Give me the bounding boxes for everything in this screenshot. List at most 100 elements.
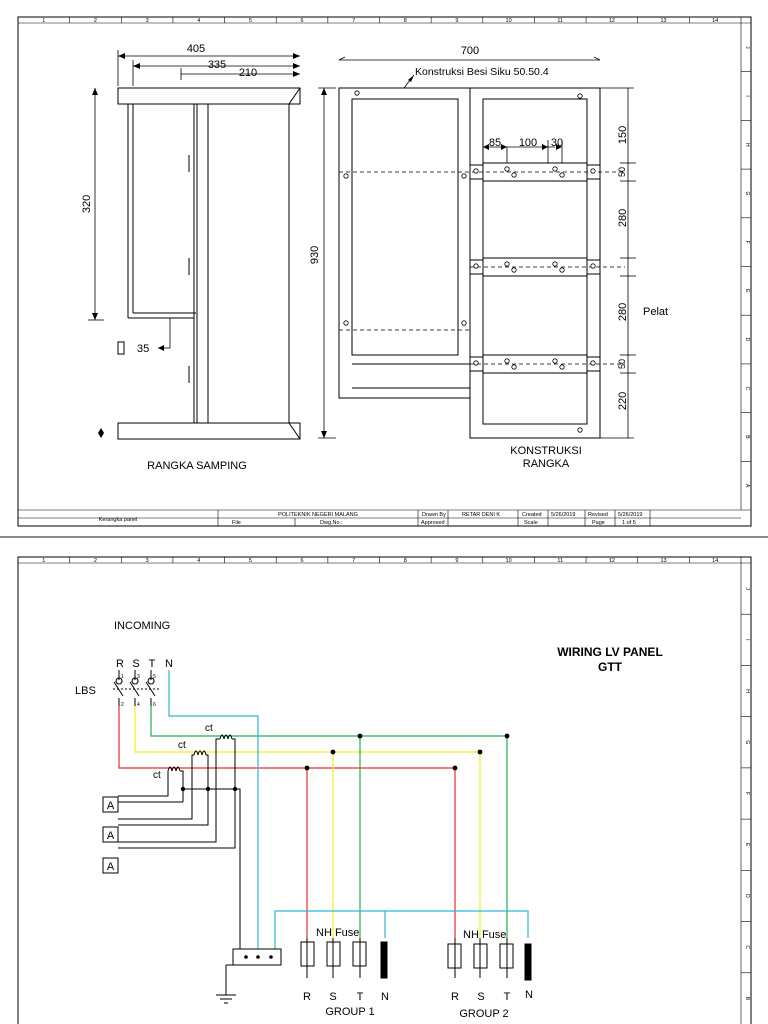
ammeter-t-label: A [107,861,115,873]
fuse-group2 [447,938,532,981]
row-label: C [744,386,750,390]
phase-n-label: N [165,658,173,670]
fuse-group1 [300,938,388,979]
column-label: 9 [455,18,458,24]
column-label: 6 [301,558,304,564]
wire-neutral [168,670,259,949]
front-frame-title-line2: RANGKA [523,458,570,470]
column-label: 1 [42,18,45,24]
column-label: 11 [557,558,563,564]
lbs-label: LBS [75,685,96,697]
dim-700: 700 [461,45,479,57]
side-frame-title: RANGKA SAMPING [147,460,247,472]
switch-number-6: 6 [153,702,156,708]
row-label: H [744,689,750,693]
row-label: D [744,894,750,898]
neutral-terminal-block [232,948,282,966]
column-label: 2 [94,558,97,564]
group2-r-label: R [451,991,459,1003]
group1-n-label: N [381,991,389,1003]
side-frame-arrowheads [92,53,300,438]
column-label: 6 [301,18,304,24]
row-label: G [744,192,750,196]
wire-phase-s [134,706,481,938]
column-label: 13 [660,558,666,564]
side-frame-dimensions [88,50,300,349]
revised-value: 5/26/2019 [618,512,642,518]
column-label: 3 [146,18,149,24]
dim-30: 30 [551,137,563,149]
row-label: E [744,289,750,293]
phase-t-label: T [149,658,156,670]
dim-320: 320 [81,195,93,213]
row-label: I [744,95,750,96]
group2-n-label: N [525,989,533,1001]
front-frame-bolt-holes [343,90,596,433]
ammeter-r: A [102,796,119,813]
row-label: G [744,740,750,744]
switch-number-5: 5 [153,674,156,680]
ct-label-t: ct [205,723,213,734]
column-label: 2 [94,18,97,24]
row-label: H [744,143,750,147]
front-frame-dimensions [318,56,636,439]
dim-50-bottom: 50 [617,359,627,369]
phase-r-label: R [116,658,124,670]
ct-label-r: ct [153,770,161,781]
column-label: 10 [506,558,512,564]
column-label: 7 [352,558,355,564]
column-label: 14 [712,18,718,24]
column-label: 5 [249,18,252,24]
wire-phase-r [118,706,456,938]
column-label: 4 [197,18,200,24]
column-label: 3 [146,558,149,564]
row-label: J [744,587,750,590]
column-label: 12 [609,558,615,564]
wire-phase-t [150,706,508,938]
row-label: B [744,435,750,439]
phase-s-label: S [132,658,139,670]
switch-number-2: 2 [121,702,124,708]
column-ruler [69,17,690,23]
revised-label: Revised [588,512,608,518]
column-label: 12 [609,18,615,24]
ground-icon [216,964,236,1004]
front-frame-hidden-lines [339,171,625,365]
page-value: 1 of 5 [622,520,636,526]
incoming-label: INCOMING [114,620,170,632]
front-frame-arrowheads [321,75,562,438]
group1-t-label: T [357,991,364,1003]
wire-neutral-bus [274,910,529,949]
dim-280-top: 280 [617,209,629,227]
column-label: 4 [197,558,200,564]
title-block [18,509,751,526]
ammeter-t: A [102,857,119,874]
column-label: 8 [404,18,407,24]
drawn-by-label: Drawn By [422,512,446,518]
current-transformers [118,734,241,958]
row-label: C [744,945,750,949]
dim-85: 85 [489,137,501,149]
front-frame-view [338,87,601,439]
material-note: Konstruksi Besi Siku 50.50.4 [415,66,549,78]
row-label: I [744,639,750,640]
plate-label: Pelat [643,306,668,318]
column-label: 5 [249,558,252,564]
dim-50-top: 50 [617,167,627,177]
row-label: F [744,792,750,795]
row-label: F [744,241,750,244]
file-label: File [232,520,241,526]
column-label: 10 [506,18,512,24]
column-label: 13 [660,18,666,24]
row-label: J [744,46,750,49]
created-label: Created [522,512,542,518]
row-label: D [744,338,750,342]
switch-number-1: 1 [121,674,124,680]
dwg-no-label: Dwg.No.: [320,520,343,526]
column-label: 11 [557,18,563,24]
